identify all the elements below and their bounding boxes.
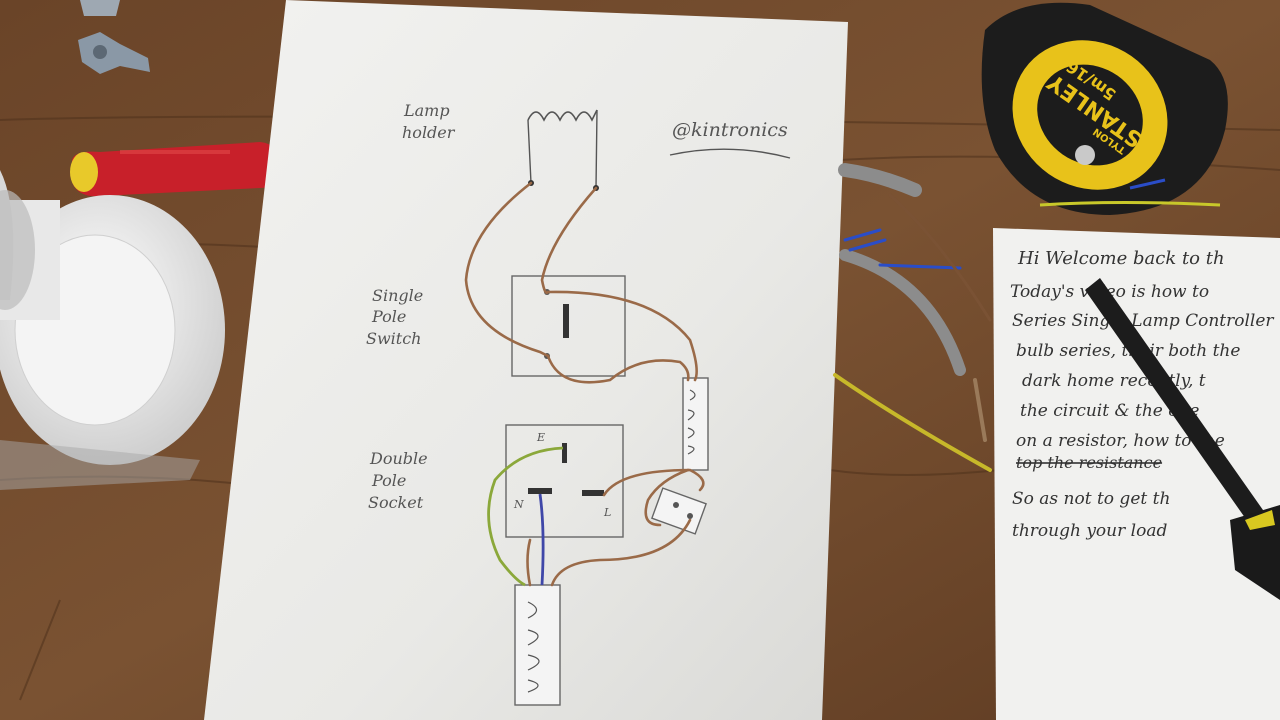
note-line: Hi Welcome back to th [1017, 248, 1225, 269]
pen-icon [1085, 278, 1280, 600]
earth-wire [487, 446, 564, 587]
socket-neutral-pin-icon [528, 488, 552, 494]
terminal-n-label: N [513, 498, 524, 511]
terminal-l-label: L [603, 506, 611, 519]
note-line: So as not to get th [1012, 489, 1170, 509]
socket-live-pin-icon [582, 490, 604, 496]
note-line: the circuit & the one [1020, 401, 1200, 421]
note-line: Series Single Lamp Controller [1012, 311, 1274, 331]
handle-underline [669, 148, 791, 159]
note-line: on a resistor, how to the [1016, 431, 1225, 451]
lamp-holder-coil [527, 109, 598, 122]
switch-box [511, 275, 626, 377]
label-socket-line2: Pole [371, 471, 406, 490]
terminal-e-label: E [536, 431, 545, 444]
label-switch-line3: Switch [366, 329, 421, 348]
diagram-paper [204, 0, 848, 720]
notes-sheet [993, 228, 1280, 720]
circuit-diagram: Lamp holder Single Pole Switch Double Po… [366, 101, 791, 706]
label-lamp-holder-line1: Lamp [403, 101, 450, 120]
tape-measure-icon: STANLEY TYLON 5m/16' [981, 2, 1228, 216]
note-line: top the resistance [1016, 453, 1162, 472]
label-handle: @kintronics [672, 119, 788, 141]
label-switch-line1: Single [372, 286, 423, 305]
note-line: through your load [1012, 521, 1167, 541]
connector-strip-right [682, 377, 709, 471]
label-socket-line3: Socket [368, 493, 424, 512]
wing-nut-icon [78, 0, 150, 74]
lamp-holder-fitting [0, 170, 225, 490]
label-socket-line1: Double [369, 449, 428, 468]
connector-block [651, 487, 707, 535]
loose-cables [833, 163, 992, 472]
brown-wires [464, 181, 705, 587]
neutral-wire [538, 493, 545, 586]
note-line: dark home recently, t [1022, 371, 1206, 391]
label-switch-line2: Pole [371, 307, 406, 326]
screwdriver-handle-icon [70, 142, 280, 197]
socket-earth-pin-icon [562, 443, 567, 463]
switch-rocker-icon [563, 304, 569, 338]
label-lamp-holder-line2: holder [402, 123, 456, 142]
